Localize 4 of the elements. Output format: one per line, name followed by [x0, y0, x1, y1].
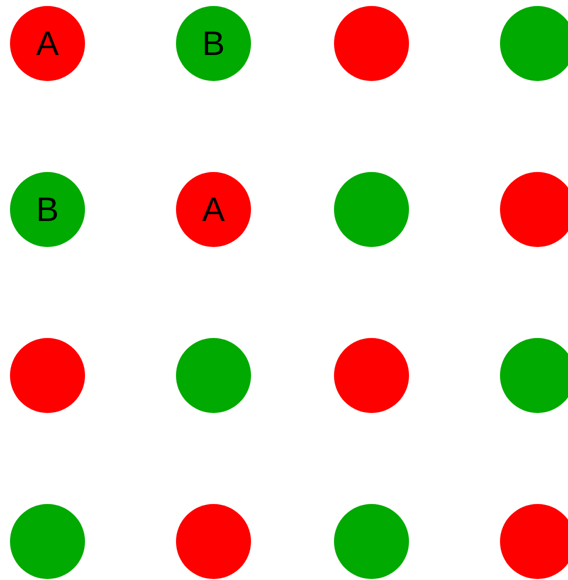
circle-label: B — [36, 192, 59, 226]
circle-label: A — [36, 26, 59, 60]
circle-label: B — [202, 26, 225, 60]
circle-label: A — [202, 192, 225, 226]
